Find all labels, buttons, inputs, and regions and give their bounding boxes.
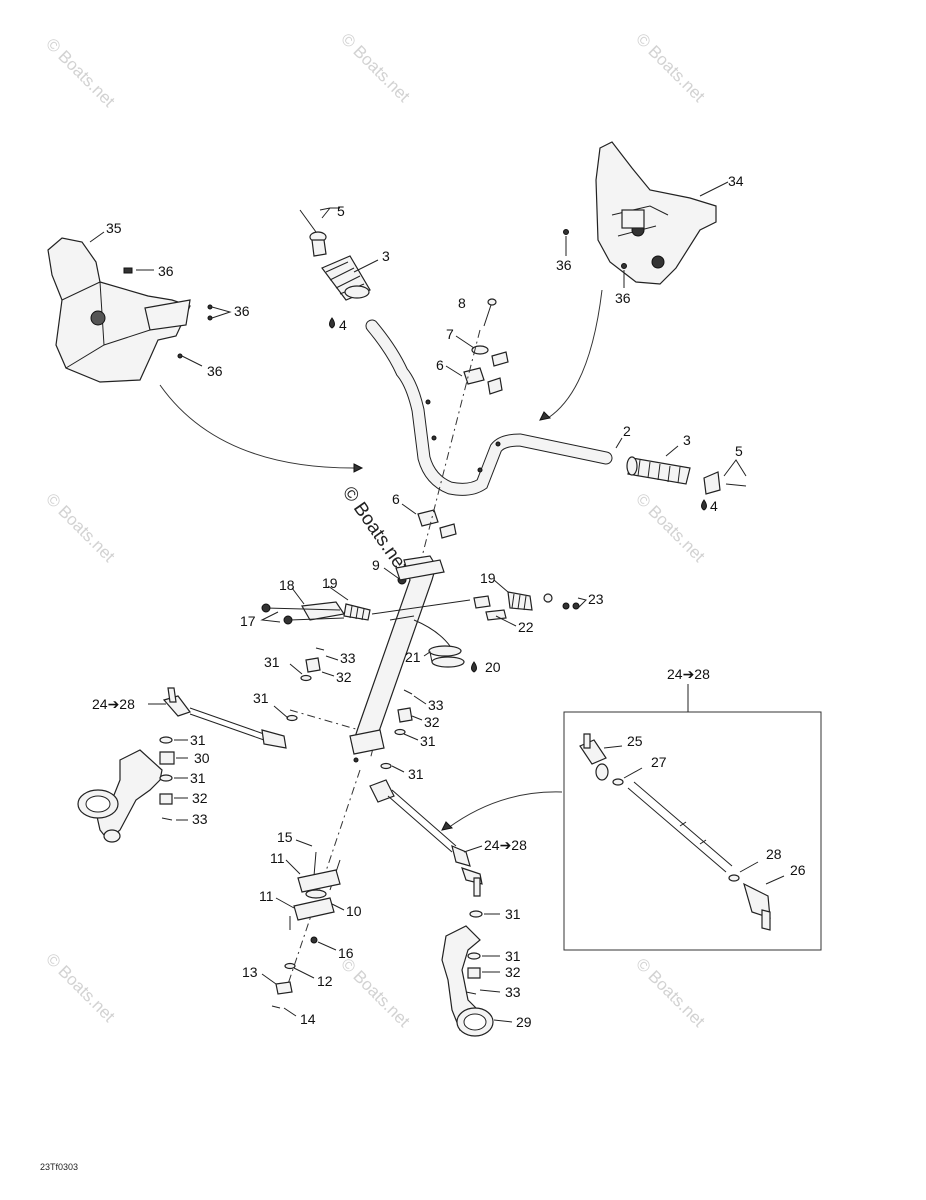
lower-pivot-stack [271,851,341,1009]
callout-24-28: 24➔28 [667,666,710,682]
callout-36: 36 [556,257,572,273]
callout-32: 32 [192,790,208,806]
callout-31: 31 [190,770,206,786]
grip-right [626,456,691,485]
bar-end-right [703,471,747,495]
callout-18: 18 [279,577,295,593]
callout-3: 3 [683,432,691,448]
callout-33: 33 [505,984,521,1000]
pivot-arm-left [261,599,471,625]
callout-31: 31 [505,906,521,922]
tie-rod-left [162,687,298,749]
callout-17: 17 [240,613,256,629]
part-labels: 35 36 36 36 5 3 4 34 36 36 8 7 6 2 3 5 4… [92,173,806,1030]
callout-8: 8 [458,295,466,311]
clamp-6-lower [417,509,457,539]
callout-33: 33 [428,697,444,713]
callout-36: 36 [158,263,174,279]
callout-16: 16 [338,945,354,961]
pivot-arm-right [473,591,580,621]
hardware-left-stack [159,736,175,821]
seal-rings-21 [428,645,465,668]
handlebar-cover-left [47,237,213,383]
watermark: © Boats.net [337,29,414,106]
callout-24-28: 24➔28 [92,696,135,712]
callout-14: 14 [300,1011,316,1027]
callout-19: 19 [322,575,338,591]
callout-36: 36 [615,290,631,306]
watermark: © Boats.net [337,954,414,1031]
callout-22: 22 [518,619,534,635]
watermark: © Boats.net [632,489,709,566]
callout-31: 31 [190,732,206,748]
callout-31: 31 [505,948,521,964]
grip-left [321,255,371,301]
clamp-bolt-8 [483,298,497,327]
callout-21: 21 [405,649,421,665]
tie-rod-detail-box [563,684,822,951]
callout-7: 7 [446,326,454,342]
callout-4: 4 [339,317,347,333]
callout-31: 31 [408,766,424,782]
callout-15: 15 [277,829,293,845]
callout-11: 11 [259,888,274,904]
callout-12: 12 [317,973,333,989]
callout-34: 34 [728,173,744,189]
spindle-left [77,749,163,843]
watermark: © Boats.net [42,34,119,111]
callout-31: 31 [264,654,280,670]
callout-27: 27 [651,754,667,770]
watermark: © Boats.net [42,489,119,566]
callout-5: 5 [735,443,743,459]
callout-31: 31 [253,690,269,706]
callout-35: 35 [106,220,122,236]
callout-20: 20 [485,659,501,675]
callout-26: 26 [790,862,806,878]
callout-23: 23 [588,591,604,607]
callout-6: 6 [392,491,400,507]
callout-5: 5 [337,203,345,219]
callout-30: 30 [194,750,210,766]
watermark: © Boats.net [42,949,119,1026]
tie-rod-right [369,779,483,897]
steering-column [349,555,445,763]
watermark: © Boats.net [632,29,709,106]
washer-7 [471,345,489,355]
callout-32: 32 [505,964,521,980]
callout-25: 25 [627,733,643,749]
drawing-code: 23Tf0303 [40,1162,78,1172]
callout-32: 32 [424,714,440,730]
hardware-left-upper [300,647,325,682]
callout-36: 36 [234,303,250,319]
callout-4: 4 [710,498,718,514]
clamp-6-upper [463,351,509,395]
callout-32: 32 [336,669,352,685]
handlebar-cover-right [563,141,717,285]
hardware-right-stack [465,910,483,995]
hardware-right-upper [380,689,413,770]
callout-29: 29 [516,1014,532,1030]
callout-31: 31 [420,733,436,749]
callout-11: 11 [270,850,285,866]
callout-28: 28 [766,846,782,862]
callout-36: 36 [207,363,223,379]
callout-6: 6 [436,357,444,373]
handlebar [365,319,613,496]
callout-13: 13 [242,964,258,980]
watermark: © Boats.net [632,954,709,1031]
callout-19: 19 [480,570,496,586]
spindle-right [441,925,494,1037]
callout-3: 3 [382,248,390,264]
callout-33: 33 [340,650,356,666]
callout-2: 2 [623,423,631,439]
bar-end-left [299,209,327,257]
callout-33: 33 [192,811,208,827]
callout-10: 10 [346,903,362,919]
callout-24-28: 24➔28 [484,837,527,853]
callout-9: 9 [372,557,380,573]
